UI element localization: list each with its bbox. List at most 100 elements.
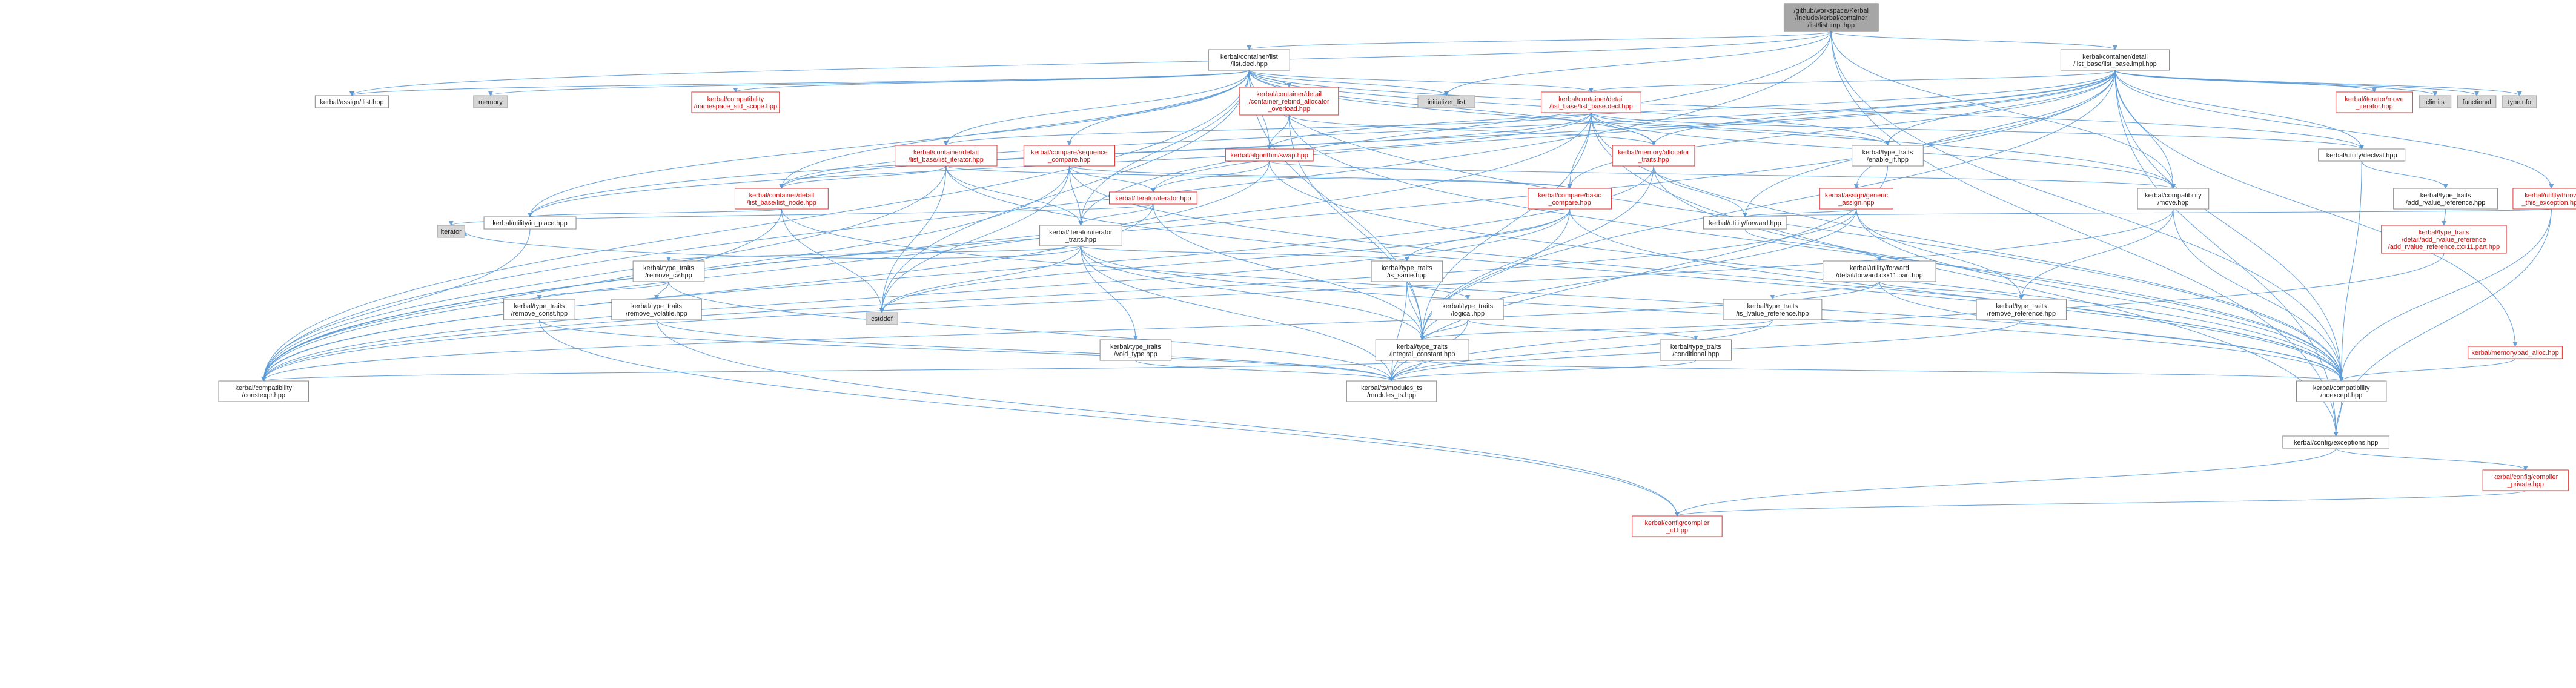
node-label: cstddef bbox=[871, 316, 893, 323]
node-move-iterator[interactable]: kerbal/iterator/move_iterator.hpp bbox=[2336, 91, 2413, 113]
edge-rebind-alloc-to-alloc-traits bbox=[1288, 114, 1656, 146]
node-alloc-traits[interactable]: kerbal/memory/allocator_traits.hpp bbox=[1612, 145, 1695, 167]
edge-list-decl-to-compat-move bbox=[1248, 70, 2176, 189]
node-constexpr[interactable]: kerbal/compatibility/constexpr.hpp bbox=[218, 380, 309, 402]
node-forward-cxx11[interactable]: kerbal/utility/forward/detail/forward.cx… bbox=[1823, 260, 1936, 282]
edge-forward-cxx11-to-remove-reference bbox=[1879, 281, 2024, 300]
node-box bbox=[1723, 299, 1823, 320]
node-add-rvalue-ref[interactable]: kerbal/type_traits/add_rvalue_reference.… bbox=[2393, 188, 2498, 210]
edge-declval-to-add-rvalue-ref bbox=[2361, 160, 2448, 189]
node-remove-reference[interactable]: kerbal/type_traits/remove_reference.hpp bbox=[1976, 299, 2067, 320]
node-root[interactable]: /github/workspace/Kerbal/include/kerbal/… bbox=[1783, 3, 1879, 32]
node-compat-move[interactable]: kerbal/compatibility/move.hpp bbox=[2137, 188, 2210, 210]
node-label: kerbal/type_traits bbox=[1862, 149, 1913, 156]
node-label: typeinfo bbox=[2508, 99, 2532, 106]
node-exceptions[interactable]: kerbal/config/exceptions.hpp bbox=[2282, 435, 2389, 449]
node-enable-if[interactable]: kerbal/type_traits/enable_if.hpp bbox=[1852, 145, 1924, 167]
edge-exceptions-to-compiler-private bbox=[2336, 448, 2528, 471]
node-forward[interactable]: kerbal/utility/forward.hpp bbox=[1703, 216, 1787, 230]
node-is-lvalue-ref[interactable]: kerbal/type_traits/is_lvalue_reference.h… bbox=[1723, 299, 1823, 320]
node-box bbox=[1632, 515, 1723, 537]
node-climits: climits bbox=[2419, 95, 2452, 108]
node-modules-ts[interactable]: kerbal/ts/modules_ts/modules_ts.hpp bbox=[1346, 380, 1437, 402]
edge-iterator-traits-to-iterator-std bbox=[462, 231, 1081, 259]
node-list-base-decl[interactable]: kerbal/container/detail/list_base/list_b… bbox=[1541, 91, 1641, 113]
node-box bbox=[1541, 91, 1641, 113]
edge-list-decl-to-declval bbox=[1248, 70, 2364, 150]
edge-root-to-initializer-list bbox=[1444, 31, 1832, 96]
node-label: /conditional.hpp bbox=[1672, 351, 1719, 358]
edge-list-base-decl-to-declval bbox=[1591, 112, 2364, 150]
node-label: /list/list.impl.hpp bbox=[1807, 22, 1855, 29]
node-label: /list.decl.hpp bbox=[1231, 61, 1268, 68]
node-conditional[interactable]: kerbal/type_traits/conditional.hpp bbox=[1660, 339, 1732, 361]
node-add-rvalue-ref-cxx11[interactable]: kerbal/type_traits/detail/add_rvalue_ref… bbox=[2381, 225, 2507, 254]
node-seq-compare[interactable]: kerbal/compare/sequence_compare.hpp bbox=[1023, 145, 1116, 167]
node-remove-cv[interactable]: kerbal/type_traits/remove_cv.hpp bbox=[632, 260, 705, 282]
edge-seq-compare-to-iterator-traits bbox=[1068, 165, 1084, 226]
node-list-base-impl[interactable]: kerbal/container/detail/list_base/list_b… bbox=[2060, 49, 2170, 71]
node-box bbox=[503, 299, 575, 320]
node-integral-constant[interactable]: kerbal/type_traits/integral_constant.hpp bbox=[1375, 339, 1469, 361]
edge-list-base-impl-to-exceptions bbox=[2114, 70, 2339, 437]
node-label: kerbal/type_traits bbox=[1397, 343, 1448, 351]
node-remove-volatile[interactable]: kerbal/type_traits/remove_volatile.hpp bbox=[611, 299, 702, 320]
node-label: kerbal/type_traits bbox=[1996, 303, 2047, 310]
node-basic-compare[interactable]: kerbal/compare/basic_compare.hpp bbox=[1528, 188, 1612, 210]
edge-algo-swap-to-compat-move bbox=[1269, 160, 2176, 189]
node-throw-this[interactable]: kerbal/utility/throw_this_exception.hpp bbox=[2512, 188, 2576, 210]
node-label: /void_type.hpp bbox=[1114, 351, 1157, 358]
node-box bbox=[1039, 225, 1122, 246]
node-ns-std-scope[interactable]: kerbal/compatibility/namespace_std_scope… bbox=[691, 91, 780, 113]
node-list-decl[interactable]: kerbal/container/list/list.decl.hpp bbox=[1208, 49, 1290, 71]
edge-integral-constant-to-constexpr bbox=[262, 360, 1423, 382]
node-label: kerbal/utility/forward bbox=[1850, 265, 1909, 272]
edge-remove-volatile-to-modules-ts bbox=[656, 319, 1394, 382]
node-logical[interactable]: kerbal/type_traits/logical.hpp bbox=[1431, 299, 1504, 320]
node-iterator-hpp[interactable]: kerbal/iterator/iterator.hpp bbox=[1109, 191, 1197, 205]
node-declval[interactable]: kerbal/utility/declval.hpp bbox=[2318, 148, 2406, 162]
node-label: kerbal/utility/in_place.hpp bbox=[492, 220, 568, 227]
node-label: /enable_if.hpp bbox=[1867, 156, 1909, 164]
edge-basic-compare-to-constexpr bbox=[261, 208, 1571, 382]
node-label: kerbal/config/compiler bbox=[2493, 474, 2558, 481]
node-algo-swap[interactable]: kerbal/algorithm/swap.hpp bbox=[1225, 148, 1314, 162]
node-remove-const[interactable]: kerbal/type_traits/remove_const.hpp bbox=[503, 299, 575, 320]
node-compiler-private[interactable]: kerbal/config/compiler_private.hpp bbox=[2482, 469, 2569, 491]
node-label: /remove_const.hpp bbox=[511, 310, 568, 317]
node-label: kerbal/container/detail bbox=[2082, 53, 2148, 61]
node-in-place[interactable]: kerbal/utility/in_place.hpp bbox=[483, 216, 577, 230]
edge-iterator-hpp-to-iterator-traits bbox=[1078, 203, 1154, 226]
edge-root-to-exceptions bbox=[1830, 31, 2339, 437]
edge-forward-cxx11-to-noexcept bbox=[1879, 281, 2344, 382]
node-label: kerbal/type_traits bbox=[643, 265, 694, 272]
node-assign-ilist[interactable]: kerbal/assign/ilist.hpp bbox=[314, 95, 389, 108]
node-label: /modules_ts.hpp bbox=[1367, 392, 1416, 399]
node-box bbox=[483, 216, 577, 230]
node-box bbox=[866, 312, 898, 325]
edge-declval-to-noexcept bbox=[2339, 160, 2362, 382]
node-iterator-traits[interactable]: kerbal/iterator/iterator_traits.hpp bbox=[1039, 225, 1122, 246]
node-noexcept[interactable]: kerbal/compatibility/noexcept.hpp bbox=[2296, 380, 2387, 402]
edge-root-to-constexpr bbox=[261, 31, 1832, 382]
node-void-type[interactable]: kerbal/type_traits/void_type.hpp bbox=[1099, 339, 1172, 361]
node-compiler-id[interactable]: kerbal/config/compiler_id.hpp bbox=[1632, 515, 1723, 537]
node-label: kerbal/assign/generic bbox=[1825, 192, 1888, 199]
node-generic-assign[interactable]: kerbal/assign/generic_assign.hpp bbox=[1819, 188, 1894, 210]
edge-alloc-traits-to-forward bbox=[1653, 165, 1748, 217]
node-list-node[interactable]: kerbal/container/detail/list_base/list_n… bbox=[734, 188, 829, 210]
node-rebind-alloc[interactable]: kerbal/container/detail/container_rebind… bbox=[1239, 87, 1339, 116]
node-initializer-list: initializer_list bbox=[1417, 95, 1475, 108]
node-list-iterator[interactable]: kerbal/container/detail/list_base/list_i… bbox=[895, 145, 998, 167]
edge-list-decl-to-list-iterator bbox=[943, 70, 1250, 146]
node-label: kerbal/type_traits bbox=[1670, 343, 1721, 351]
node-label: /is_same.hpp bbox=[1387, 272, 1426, 279]
edge-list-base-impl-to-alloc-traits bbox=[1651, 70, 2116, 146]
node-box bbox=[1346, 380, 1437, 402]
node-bad-alloc[interactable]: kerbal/memory/bad_alloc.hpp bbox=[2468, 346, 2563, 359]
node-is-same[interactable]: kerbal/type_traits/is_same.hpp bbox=[1371, 260, 1443, 282]
edge-basic-compare-to-is-same bbox=[1404, 208, 1571, 262]
node-label: /logical.hpp bbox=[1451, 310, 1485, 317]
edge-iterator-traits-to-is-same bbox=[1080, 245, 1409, 262]
node-box bbox=[1528, 188, 1612, 210]
